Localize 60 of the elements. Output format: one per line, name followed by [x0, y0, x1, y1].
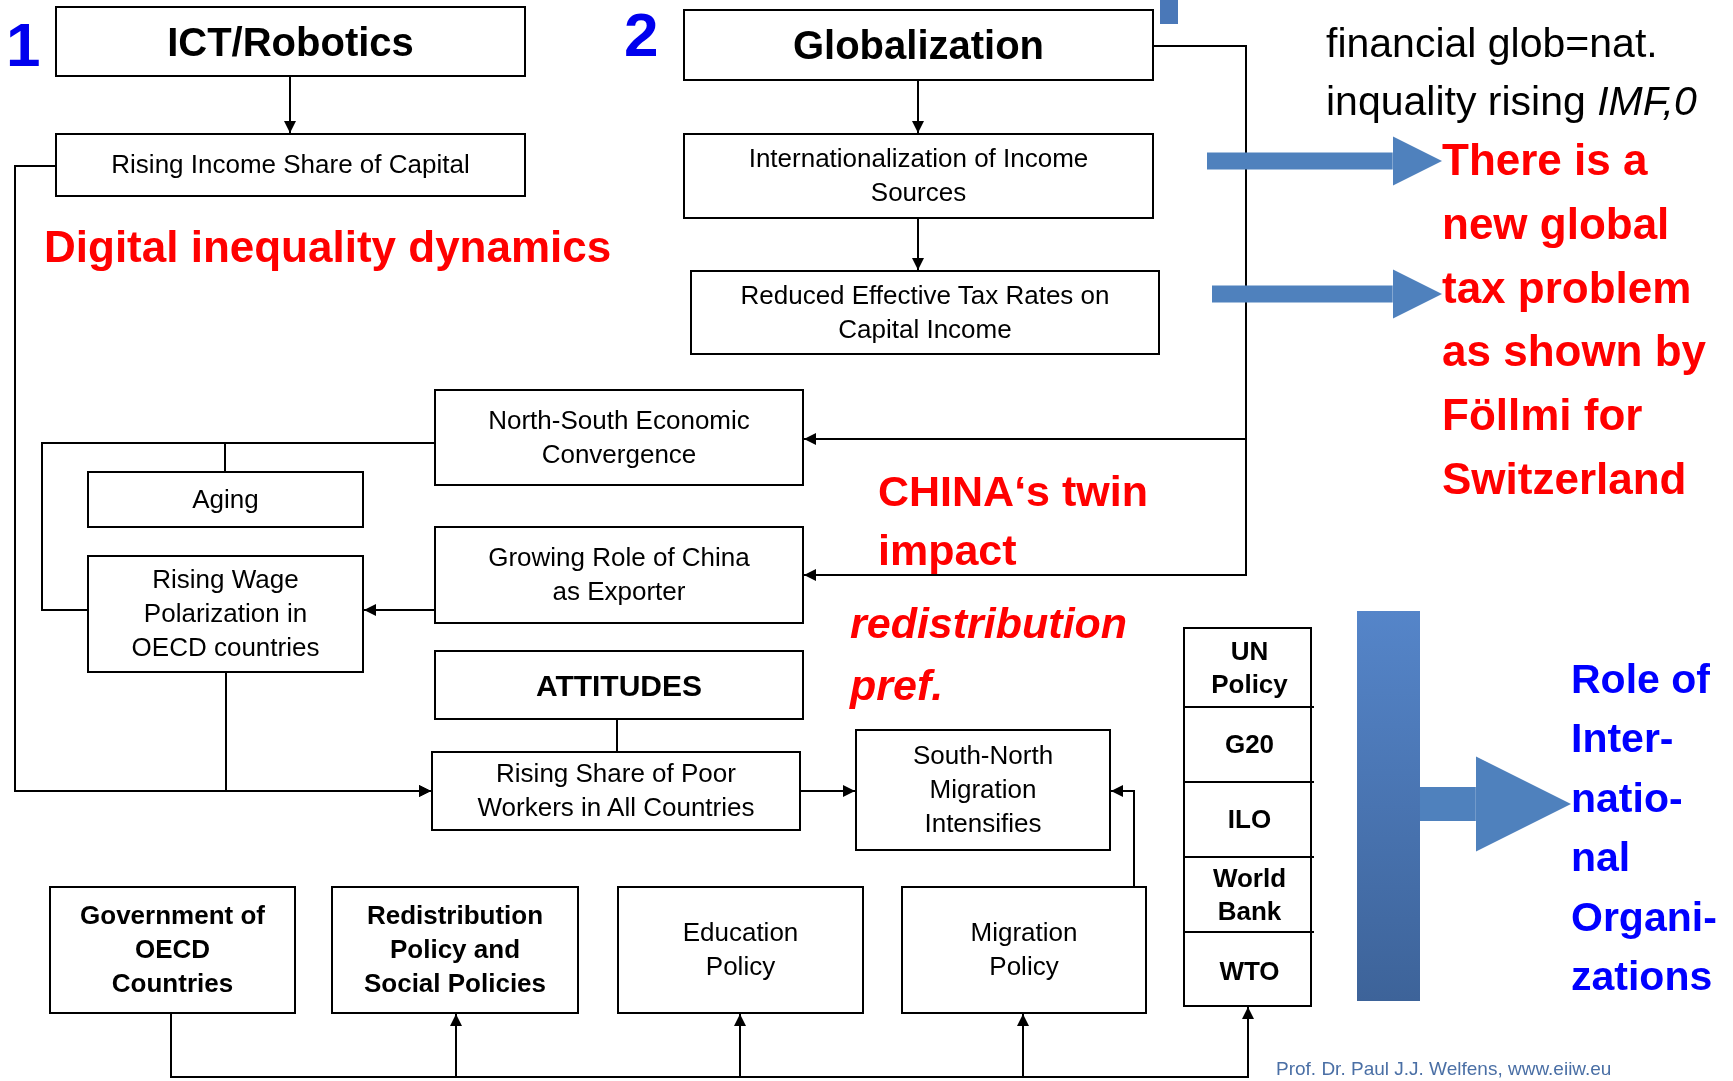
process-box	[87, 471, 364, 528]
box-label: Aging	[192, 482, 259, 516]
box-label: UN Policy	[1210, 635, 1289, 700]
arrow	[225, 672, 432, 797]
note-text: inquality rising IMF,0	[1326, 78, 1697, 125]
box-label: Migration Policy	[969, 916, 1079, 983]
policy-box	[49, 886, 296, 1014]
arrow	[363, 604, 435, 616]
box-label: Globalization	[792, 22, 1045, 69]
process-box	[434, 526, 804, 624]
note-text: financial glob=nat.	[1326, 20, 1658, 67]
box-label: WTO	[1219, 954, 1280, 988]
callout-text: Role of Inter- natio- nal Organi- zations	[1571, 650, 1733, 1050]
process-box	[690, 270, 1160, 355]
title-box	[683, 9, 1154, 81]
process-box	[87, 555, 364, 673]
arrow	[1110, 785, 1135, 887]
box-label: World Bank	[1211, 862, 1288, 927]
box-label: North-South Economic Convergence	[487, 403, 751, 471]
process-box	[683, 133, 1154, 219]
process-box	[434, 389, 804, 486]
box-label: ATTITUDES	[535, 667, 703, 704]
arrow	[284, 76, 296, 134]
box-label: Rising Wage Polarization in OECD countries	[130, 563, 321, 664]
box-label: G20	[1224, 728, 1275, 761]
section-heading: Digital inequality dynamics	[44, 222, 612, 272]
box-label: Education Policy	[681, 916, 800, 983]
arrow	[912, 80, 924, 134]
box-label: ILO	[1227, 803, 1272, 836]
arrow	[170, 1006, 1254, 1078]
box-label: ICT/Robotics	[167, 18, 414, 66]
process-box	[617, 886, 864, 1014]
box-label: Internationalization of Income Sources	[747, 142, 1090, 209]
process-box	[55, 133, 526, 197]
callout-text: There is a new global tax problem as shown by Föllmi for Switzerland	[1442, 128, 1732, 588]
bracket-bar	[1357, 611, 1420, 1001]
heading-box	[434, 650, 804, 720]
title-box	[55, 6, 526, 77]
box-label: Growing Role of China as Exporter	[487, 541, 751, 608]
step-number: 1	[6, 14, 41, 76]
box-label: Rising Share of Poor Workers in All Countries	[476, 757, 756, 824]
box-label: Redistribution Policy and Social Policies	[362, 899, 548, 1000]
box-label: Government of OECD Countries	[79, 899, 266, 1000]
arrow	[800, 785, 856, 797]
step-number: 2	[624, 4, 659, 66]
process-box	[431, 751, 801, 831]
block-arrow	[1420, 756, 1571, 852]
block-arrow	[1207, 136, 1442, 186]
annotation-text: redistribution pref.	[850, 598, 1129, 712]
process-box	[855, 729, 1111, 851]
box-label: South-North Migration Intensifies	[911, 739, 1055, 840]
organization-stack	[1183, 627, 1312, 1007]
block-arrow	[1212, 269, 1442, 319]
arrow	[912, 218, 924, 271]
box-label: Reduced Effective Tax Rates on Capital Income	[739, 278, 1111, 346]
box-label: Rising Income Share of Capital	[111, 148, 470, 182]
policy-box	[331, 886, 579, 1014]
process-box	[901, 886, 1147, 1014]
footer-credit: Prof. Dr. Paul J.J. Welfens, www.eiiw.eu	[1276, 1058, 1612, 1080]
connector-line	[616, 719, 618, 752]
